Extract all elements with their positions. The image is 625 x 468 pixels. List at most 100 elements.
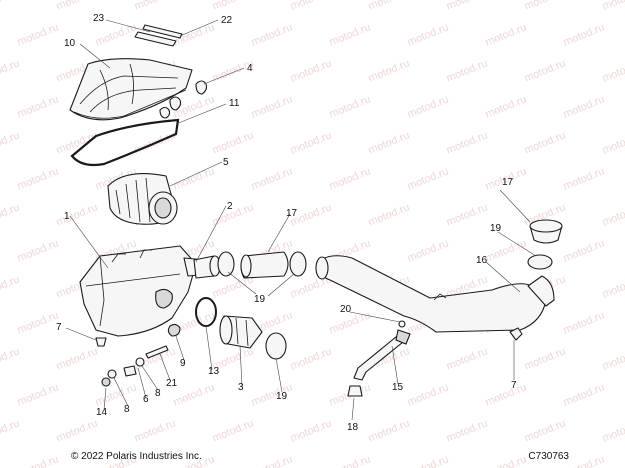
watermark-text: motod.ru (601, 345, 625, 372)
callout-1: 1 (64, 211, 70, 222)
callout-17: 17 (286, 208, 298, 219)
watermark-text: motod.ru (445, 0, 490, 13)
watermark-text: motod.ru (328, 165, 373, 192)
watermark-text: motod.ru (94, 381, 139, 408)
watermark-text: motod.ru (250, 93, 295, 120)
watermark-text: motod.ru (484, 381, 529, 408)
watermark-text: motod.ru (562, 93, 607, 120)
part-17-coupler (240, 251, 289, 279)
callout-15: 16 (476, 255, 488, 266)
watermark-text: motod.ru (523, 57, 568, 84)
watermark-text: motod.ru (250, 381, 295, 408)
callout-labels: 23 22 10 4 11 5 1 2 17 17 19 16 20 19 13… (56, 13, 517, 433)
watermark-text: motod.ru (406, 21, 451, 48)
callout-9: 9 (180, 358, 186, 369)
watermark-text: motod.ru (0, 201, 21, 228)
watermark-text: motod.ru (601, 0, 625, 13)
watermark-text: motod.ru (16, 453, 61, 468)
part-23-strip (134, 24, 183, 47)
callout-23: 23 (93, 13, 105, 24)
watermark-text: motod.ru (562, 309, 607, 336)
callout-11: 11 (229, 98, 240, 109)
watermark-text: motod.ru (0, 0, 21, 13)
callout-18: 18 (347, 422, 359, 433)
callout-7b: 7 (511, 380, 517, 391)
part-10-airbox-cover (69, 58, 193, 121)
watermark-text: motod.ru (328, 93, 373, 120)
watermark-text: motod.ru (289, 0, 334, 13)
watermark-text: motod.ru (328, 21, 373, 48)
watermark-text: motod.ru (406, 165, 451, 192)
watermark-text: motod.ru (55, 345, 100, 372)
watermark-text: motod.ru (211, 0, 256, 13)
watermark-text: motod.ru (0, 345, 21, 372)
callout-6: 6 (143, 394, 149, 405)
watermark-text: motod.ru (0, 129, 21, 156)
callout-5: 5 (223, 157, 229, 168)
watermark-text: motod.ru (484, 21, 529, 48)
watermark-text: motod.ru (523, 417, 568, 444)
watermark-text: motod.ru (211, 129, 256, 156)
watermark-text: motod.ru (289, 417, 334, 444)
callout-19c: 19 (276, 391, 288, 402)
watermark-text: motod.ru (406, 453, 451, 468)
small-hardware (95, 323, 523, 387)
part-16-cap (529, 219, 563, 244)
callout-8b: 8 (124, 404, 130, 415)
watermark-text: motod.ru (367, 201, 412, 228)
watermark-text: motod.ru (0, 57, 21, 84)
callout-3: 3 (238, 382, 244, 393)
part-20-fitting (398, 320, 406, 328)
watermark-text: motod.ru (172, 381, 217, 408)
part-2-inlet-duct (193, 255, 221, 279)
watermark-text: motod.ru (445, 129, 490, 156)
watermark-text: motod.ru (445, 201, 490, 228)
copyright-text: © 2022 Polaris Industries Inc. (71, 451, 202, 462)
watermark-text: motod.ru (562, 237, 607, 264)
watermark-text: motod.ru (250, 453, 295, 468)
watermark-text: motod.ru (445, 345, 490, 372)
figure-code: C730763 (528, 451, 569, 462)
watermark-text: motod.ru (523, 0, 568, 13)
watermark-text: motod.ru (406, 381, 451, 408)
callout-19b: 19 (254, 294, 266, 305)
watermark-text: motod.ru (562, 21, 607, 48)
callout-2: 2 (227, 201, 233, 212)
part-15-intake-tube (315, 255, 555, 333)
watermark-text: motod.ru (16, 309, 61, 336)
watermark-text: motod.ru (523, 345, 568, 372)
watermark-text: motod.ru (367, 57, 412, 84)
watermark-text: motod.ru (172, 165, 217, 192)
watermark-text: motod.ru (55, 201, 100, 228)
watermark-text: motod.ru (367, 417, 412, 444)
callout-10: 10 (64, 38, 76, 49)
watermark-text: motod.ru (16, 93, 61, 120)
watermark-text: motod.ru (94, 21, 139, 48)
watermark-text: motod.ru (328, 453, 373, 468)
watermark-text: motod.ru (0, 273, 21, 300)
callout-8a: 8 (155, 388, 161, 399)
watermark-text: motod.ru (562, 165, 607, 192)
callout-22: 22 (221, 15, 233, 26)
watermark-text: motod.ru (484, 453, 529, 468)
watermark-text: motod.ru (484, 93, 529, 120)
watermark-text: motod.ru (445, 57, 490, 84)
leader-lines (65, 19, 537, 421)
callout-7a: 7 (56, 322, 62, 333)
watermark-text: motod.ru (55, 0, 100, 13)
callout-14: 15 (392, 382, 404, 393)
watermark-text: motod.ru (55, 417, 100, 444)
watermark-text: motod.ru (133, 0, 178, 13)
callout-19a: 19 (490, 223, 502, 234)
watermark-text: motod.ru (289, 57, 334, 84)
watermark-text: motod.ru (601, 201, 625, 228)
watermark-text: motod.ru (211, 201, 256, 228)
watermark-text: motod.ru (250, 21, 295, 48)
watermark-text: motod.ru (133, 417, 178, 444)
watermark-text: motod.ru (16, 237, 61, 264)
part-3-adapter (219, 315, 263, 349)
callout-21: 21 (166, 378, 178, 389)
watermark-text: motod.ru (16, 381, 61, 408)
watermark-text: motod.ru (562, 381, 607, 408)
